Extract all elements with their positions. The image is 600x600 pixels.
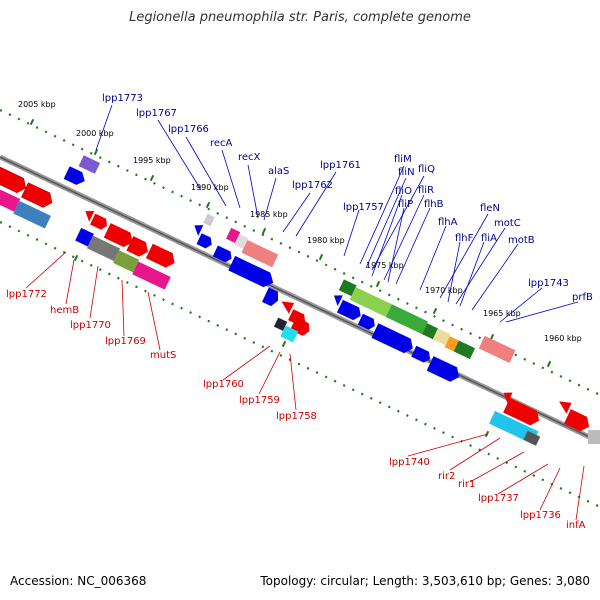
kbp-tick-mark [432, 307, 438, 315]
gene-label: infA [566, 520, 586, 531]
gene-label: lpp1743 [528, 278, 569, 289]
kbp-tick-mark [375, 280, 381, 288]
gene-label: fliA [481, 233, 497, 244]
kbp-label: 1980 kbp [307, 236, 345, 245]
gene-label: fliR [418, 185, 434, 196]
gene-label: lpp1759 [239, 395, 280, 406]
callouts-top [95, 104, 579, 323]
gene-label: flhB [424, 199, 444, 210]
gene-label: lpp1769 [105, 336, 146, 347]
kbp-label: 1985 kbp [250, 210, 288, 219]
gene-label: recA [210, 138, 233, 149]
gene-label: flhA [438, 217, 458, 228]
gene-features [0, 155, 600, 446]
kbp-label: 1960 kbp [544, 334, 582, 343]
kbp-tick-mark [489, 333, 495, 341]
gene-label: fliM [394, 154, 412, 165]
page-title: Legionella pneumophila str. Paris, compl… [129, 10, 471, 25]
kbp-label: 1965 kbp [483, 309, 521, 318]
kbp-tick-mark [93, 148, 99, 156]
gene-label: lpp1767 [136, 108, 177, 119]
gene-label: lpp1760 [203, 379, 244, 390]
gene-label: lpp1772 [6, 289, 47, 300]
gene-label: lpp1766 [168, 124, 209, 135]
gene-label: motC [494, 218, 521, 229]
gene-label: lpp1736 [520, 510, 561, 521]
gene-label: prfB [572, 292, 593, 303]
kbp-tick-mark [205, 201, 211, 209]
kbp-label: 1975 kbp [366, 261, 404, 270]
gene-label: rir1 [458, 479, 475, 490]
gene-label: fliQ [418, 164, 435, 175]
gene-label: hemB [50, 305, 79, 316]
gene-label: lpp1773 [102, 93, 143, 104]
kbp-tick-mark [261, 227, 267, 235]
gene-label: lpp1758 [276, 411, 317, 422]
gene-label: lpp1757 [343, 202, 384, 213]
gene-label: lpp1740 [389, 457, 430, 468]
gene-label: lpp1770 [70, 320, 111, 331]
gene-label: lpp1761 [320, 160, 361, 171]
kbp-label: 1995 kbp [133, 156, 171, 165]
kbp-tick-mark [29, 118, 35, 126]
kbp-tick-mark [318, 253, 324, 261]
genome-stats-text: Topology: circular; Length: 3,503,610 bp… [260, 574, 590, 588]
kbp-label: 1990 kbp [191, 183, 229, 192]
kbp-ticks: 2005 kbp 2000 kbp 1995 kbp 1990 kbp 1985… [18, 100, 582, 438]
kbp-label: 2000 kbp [76, 129, 114, 138]
kbp-label: 2005 kbp [18, 100, 56, 109]
gene-labels-bottom: lpp1772 hemB lpp1770 lpp1769 mutS lpp176… [6, 289, 586, 531]
gene-label: motB [508, 235, 535, 246]
callouts-bottom [25, 251, 585, 521]
kbp-tick-mark [546, 360, 552, 368]
gene-label: lpp1737 [478, 493, 519, 504]
gene-label: mutS [150, 350, 176, 361]
gene-label: flhF [455, 233, 474, 244]
gene-label: fleN [480, 203, 500, 214]
gene-label: fliP [398, 199, 413, 210]
ruler-outer [0, 109, 600, 396]
kbp-tick-mark [149, 174, 155, 182]
accession-text: Accession: NC_006368 [10, 574, 147, 588]
gene-label: recX [238, 152, 261, 163]
gene-label: fliO [395, 186, 412, 197]
gene-labels-top: lpp1773 lpp1767 lpp1766 recA recX alaS l… [102, 93, 593, 303]
gene-label: alaS [268, 166, 289, 177]
gene-label: lpp1762 [292, 180, 333, 191]
gene-label: fliN [398, 167, 415, 178]
genome-backbone [0, 154, 600, 445]
ruler-inner [0, 221, 600, 508]
gene-label: rir2 [438, 471, 455, 482]
